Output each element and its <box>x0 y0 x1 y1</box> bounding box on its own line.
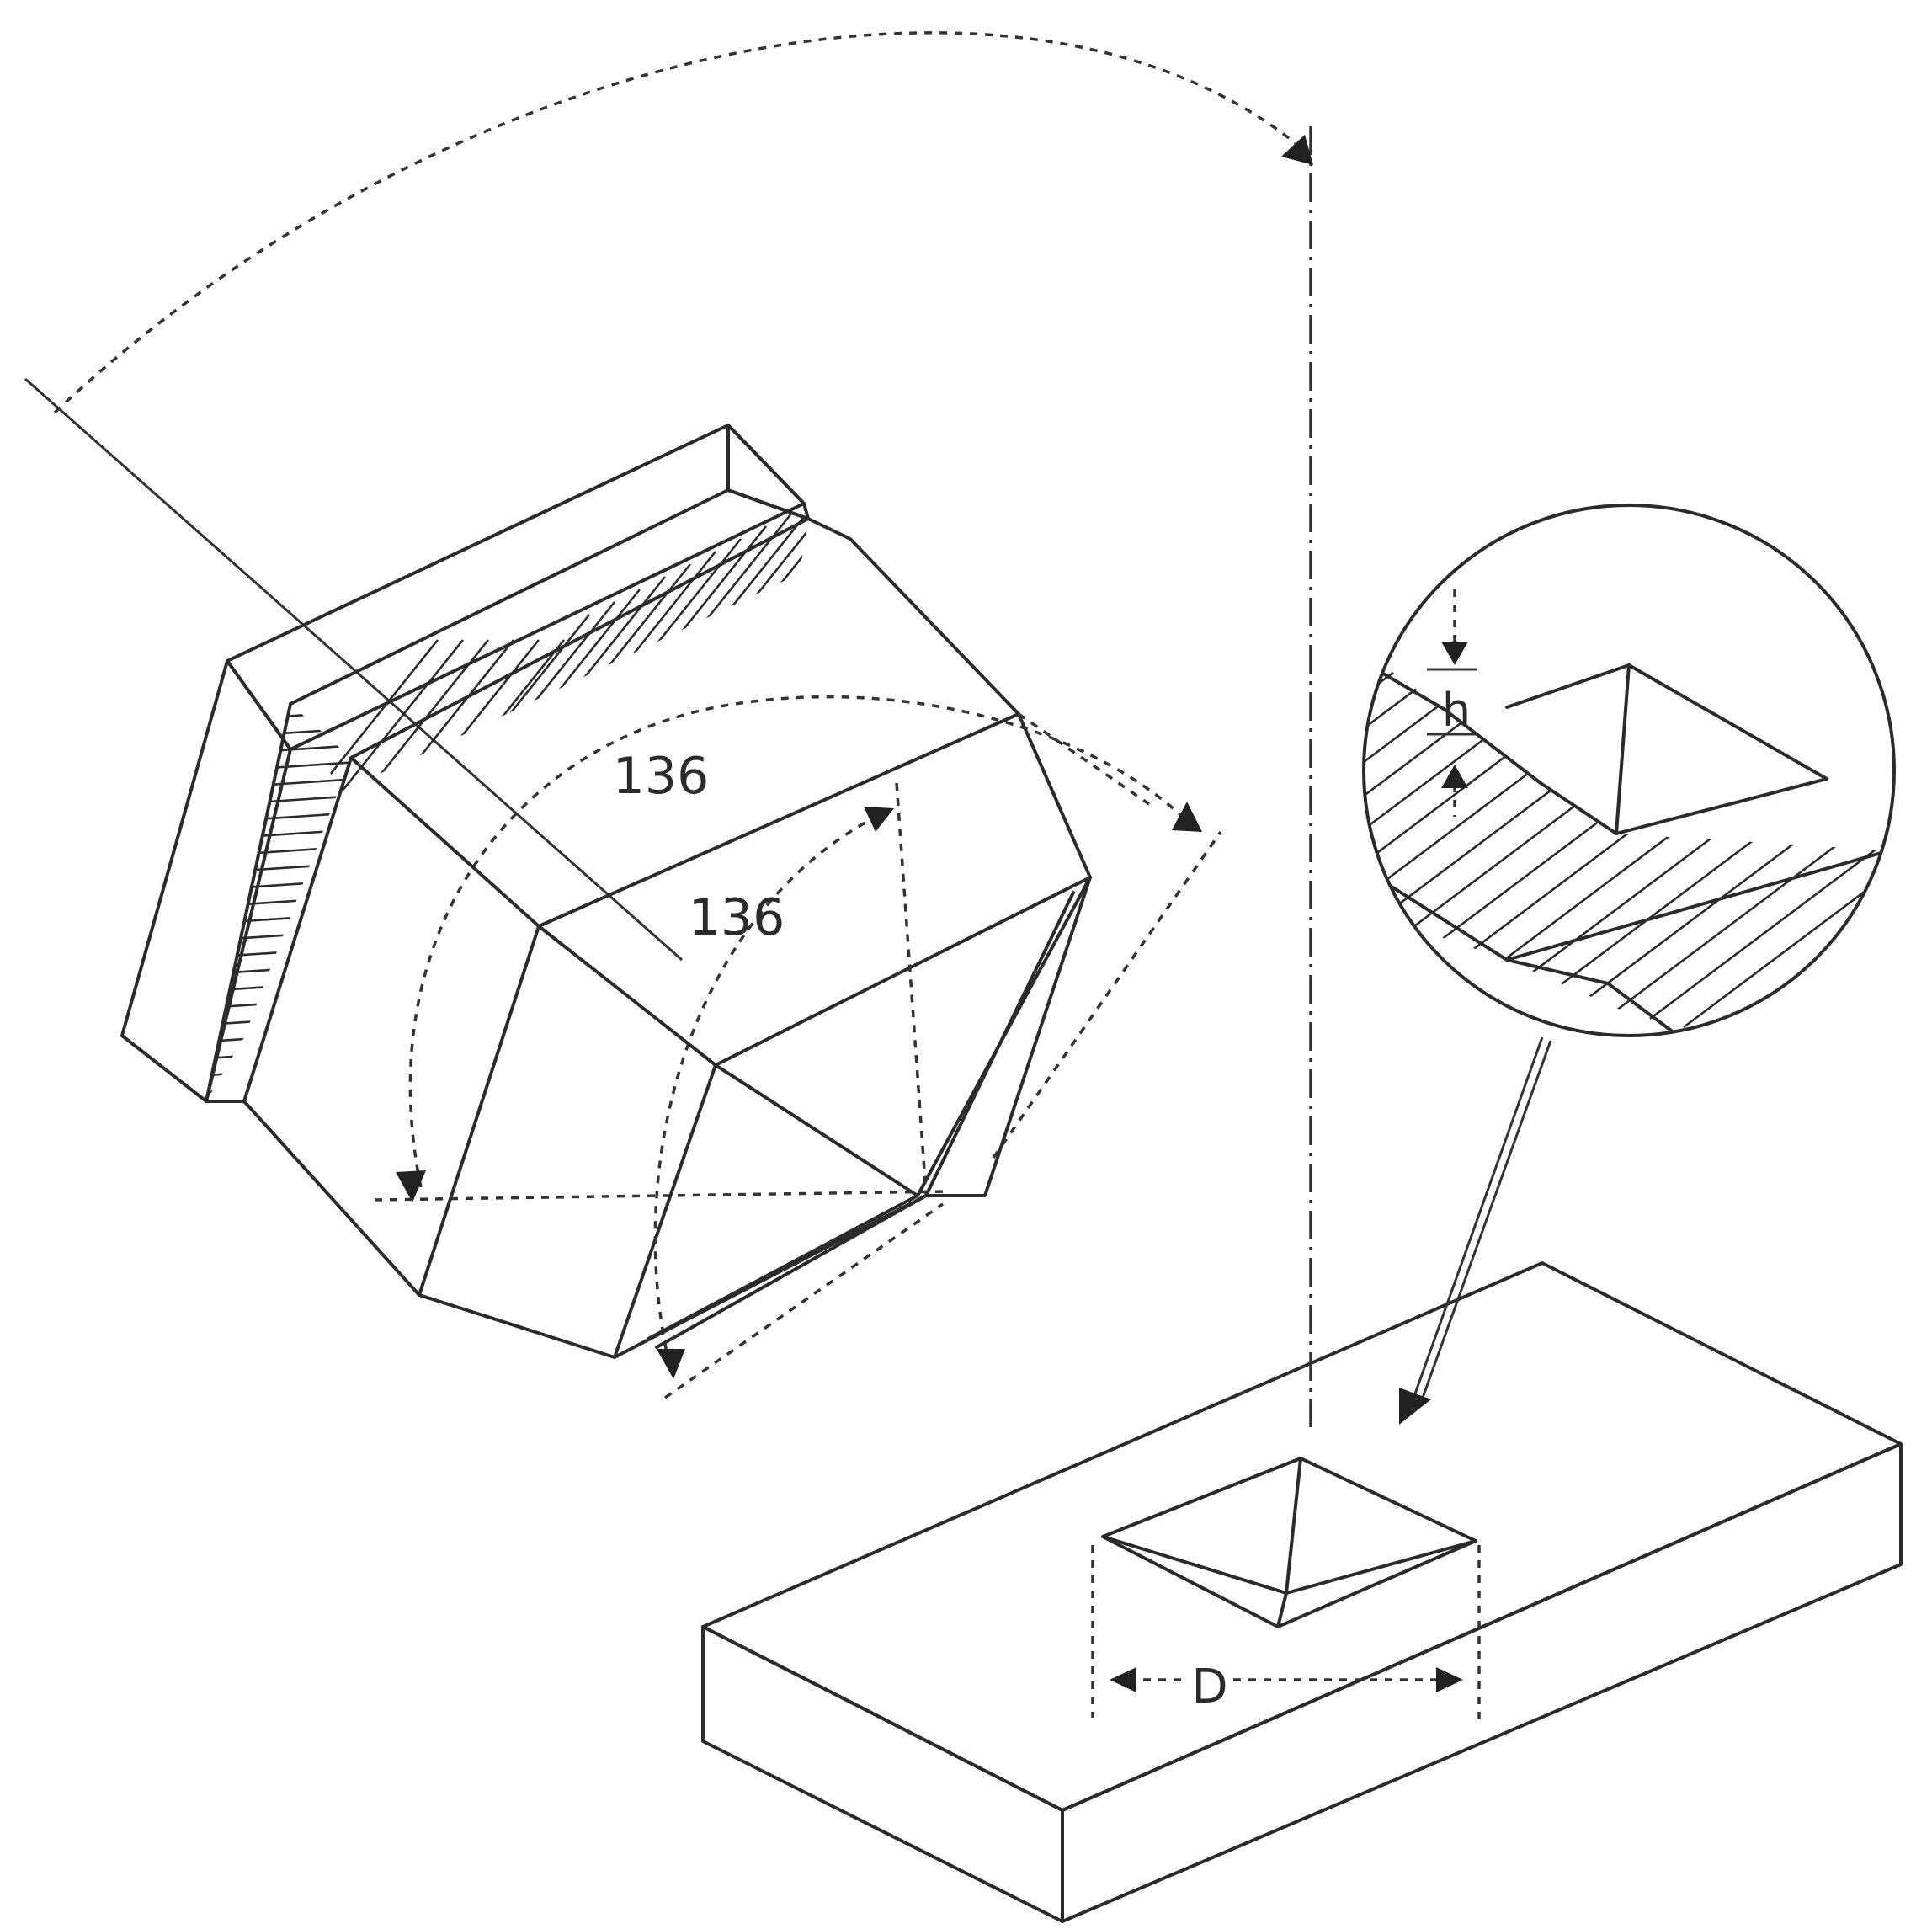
construction-lines <box>374 712 1222 1399</box>
outer-angle-label: 136 <box>613 747 710 806</box>
depth-label: h <box>1442 684 1471 737</box>
indentation-mark <box>1101 1457 1477 1628</box>
indenter-axis <box>24 377 683 962</box>
inner-angle-label: 136 <box>689 888 785 947</box>
outer-angle-arc: 136 <box>396 695 1202 1202</box>
diagonal-label: D <box>1191 1660 1227 1714</box>
inner-angle-arc: 136 <box>653 807 894 1379</box>
indenter-holder <box>120 424 810 1103</box>
magnified-detail: h <box>1362 504 1896 1037</box>
tilt-angle-arc <box>53 31 1313 414</box>
indenter-body <box>242 517 1092 1359</box>
diagonal-dimension: D <box>1091 1545 1481 1719</box>
specimen-block <box>701 1261 1903 1923</box>
detail-leader <box>1399 1036 1552 1425</box>
